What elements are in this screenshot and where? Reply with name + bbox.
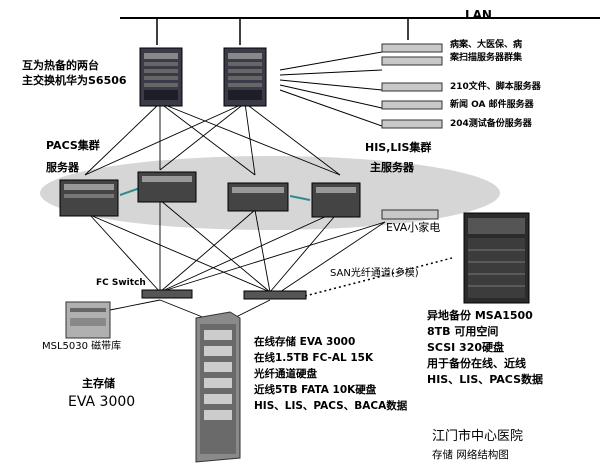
main-storage-label-2: EVA 3000 <box>68 394 136 410</box>
tape-library-label: MSL5030 磁带库 <box>42 341 122 352</box>
footer-subtitle: 存储 网络结构图 <box>432 449 509 461</box>
core-switch-1 <box>139 47 183 107</box>
pacs-cluster-label-2: 服务器 <box>46 161 79 174</box>
remote-backup-desc-2: 8TB 可用空间 <box>427 325 499 338</box>
san-link-label: SAN光纤通道(多模) <box>330 268 419 279</box>
remote-backup-desc-4: 用于备份在线、近线 <box>427 357 526 370</box>
remote-backup-desc-1: 异地备份 MSA1500 <box>427 309 533 322</box>
main-storage-desc-2: 在线1.5TB FC-AL 15K <box>254 352 374 364</box>
lan-label: LAN <box>465 8 492 22</box>
fc-switch-label: FC Switch <box>96 278 146 288</box>
eva-small-unit <box>381 209 439 220</box>
pacs-cluster-label-1: PACS集群 <box>46 139 100 152</box>
mesh-links <box>84 102 386 321</box>
remote-backup-desc-3: SCSI 320硬盘 <box>427 341 505 354</box>
eva3000-rack <box>195 311 241 463</box>
eva-small-label: EVA小家电 <box>386 221 441 234</box>
main-storage-desc-4: 近线5TB FATA 10K硬盘 <box>254 384 377 396</box>
main-storage-desc-5: HIS、LIS、PACS、BACA数据 <box>254 400 408 412</box>
main-storage-label-1: 主存储 <box>82 377 115 390</box>
san-link-line <box>304 257 453 297</box>
core-switch-label-2: 主交换机华为S6506 <box>22 74 127 87</box>
main-storage-desc-3: 光纤通道硬盘 <box>254 368 317 380</box>
footer-title: 江门市中心医院 <box>432 429 524 444</box>
main-storage-desc-1: 在线存储 EVA 3000 <box>254 336 356 348</box>
server-links <box>279 51 383 127</box>
cluster-servers <box>59 171 361 218</box>
lan-server-units <box>381 43 443 129</box>
remote-backup-desc-5: HIS、LIS、PACS数据 <box>427 373 544 386</box>
lan-server-label-2: 案扫描服务器群集 <box>450 53 523 63</box>
cluster-heartbeat <box>119 187 311 201</box>
core-switch-label-1: 互为热备的两台 <box>22 59 99 72</box>
msa1500-rack <box>463 212 530 304</box>
lan-drops <box>156 18 409 45</box>
tape-library-unit <box>65 301 111 339</box>
fc-switch-2 <box>243 290 307 300</box>
fc-switch-1 <box>141 289 193 299</box>
lan-server-label-1: 病案、大医保、病 <box>450 40 523 50</box>
lan-server-label-3: 210文件、脚本服务器 <box>450 82 541 92</box>
lan-server-label-4: 新闻 OA 邮件服务器 <box>450 100 534 110</box>
his-cluster-label-1: HIS,LIS集群 <box>365 141 432 154</box>
core-switch-2 <box>223 47 267 107</box>
his-cluster-label-2: 主服务器 <box>370 161 414 174</box>
lan-server-label-5: 204测试备份服务器 <box>450 119 532 129</box>
